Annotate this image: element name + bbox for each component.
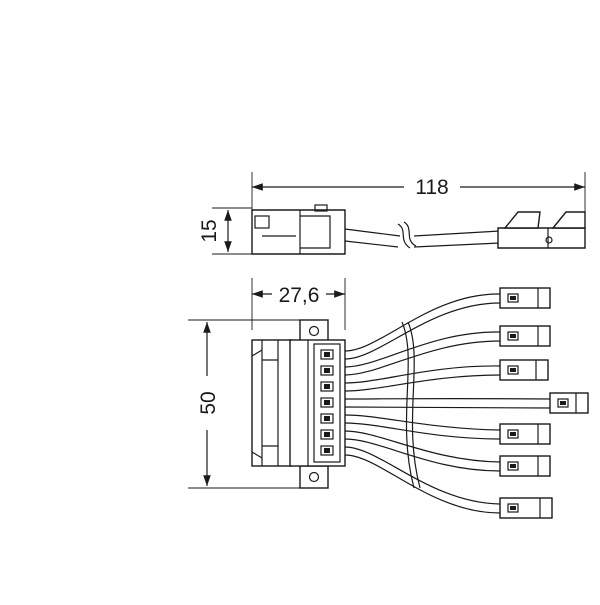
dimension-label-118: 118 (415, 176, 448, 199)
plug-side-latch-1 (505, 212, 540, 228)
pin-contact (324, 432, 330, 437)
dimension-label-50: 50 (197, 391, 220, 414)
branch-plug-body (500, 360, 548, 380)
connector-side-body (252, 210, 345, 254)
branch-cable-lower (345, 455, 500, 513)
branch-cable-upper (345, 415, 500, 430)
pin-contact (324, 384, 330, 389)
plug-side-latch-2 (553, 212, 585, 228)
branch-cable-lower (345, 439, 500, 471)
cable-break-mark-2 (404, 222, 416, 246)
branch-plug (500, 288, 550, 308)
branch-cable-lower (345, 375, 500, 391)
branch-plug-contact (510, 464, 516, 468)
branch-cable-upper (345, 447, 500, 504)
cable-lower-line-b (414, 243, 500, 247)
connector-rear-housing (252, 340, 292, 466)
branch-plug (500, 456, 550, 476)
branch-plug (500, 498, 552, 518)
cable-upper-line-b (414, 231, 500, 236)
branch-plug (550, 393, 588, 413)
branch-plug-contact (510, 296, 516, 300)
pin-contact (324, 448, 330, 453)
branch-plug-contact (510, 506, 516, 510)
cable-upper-line-a (345, 229, 400, 236)
branch-plug-contact (560, 401, 566, 405)
branch-cable-lower (345, 407, 550, 408)
pin-contact (324, 416, 330, 421)
connector-front-housing (290, 340, 345, 466)
branch-cables (345, 288, 588, 518)
pin-contact (324, 368, 330, 373)
branch-cable-upper (345, 431, 500, 462)
front-view: 27,6 50 (188, 278, 588, 518)
cable-lower-line-a (345, 241, 398, 247)
branch-plug (500, 360, 548, 380)
branch-cable-lower (345, 423, 500, 439)
branch-plug-contact (510, 334, 516, 338)
branch-plug-contact (510, 368, 516, 372)
cable-break-line-2 (408, 322, 420, 488)
mounting-flange-bottom (300, 466, 328, 488)
branch-cable-lower (345, 303, 500, 359)
branch-plug-contact (510, 432, 516, 436)
dimension-label-15: 15 (198, 219, 221, 242)
dimension-label-27-6: 27,6 (279, 284, 320, 307)
branch-plug-body (550, 393, 588, 413)
side-view: 118 15 (198, 172, 585, 254)
branch-cable-lower (345, 341, 500, 375)
branch-cable-upper (345, 366, 500, 383)
branch-plug (500, 326, 550, 346)
branch-plug (500, 424, 550, 444)
pin-contact (324, 400, 330, 405)
mounting-flange-top (300, 320, 328, 342)
branch-cable-upper (345, 332, 500, 367)
plug-side-body (498, 228, 585, 248)
cable-break-line-1 (402, 322, 414, 488)
pin-contact (324, 352, 330, 357)
